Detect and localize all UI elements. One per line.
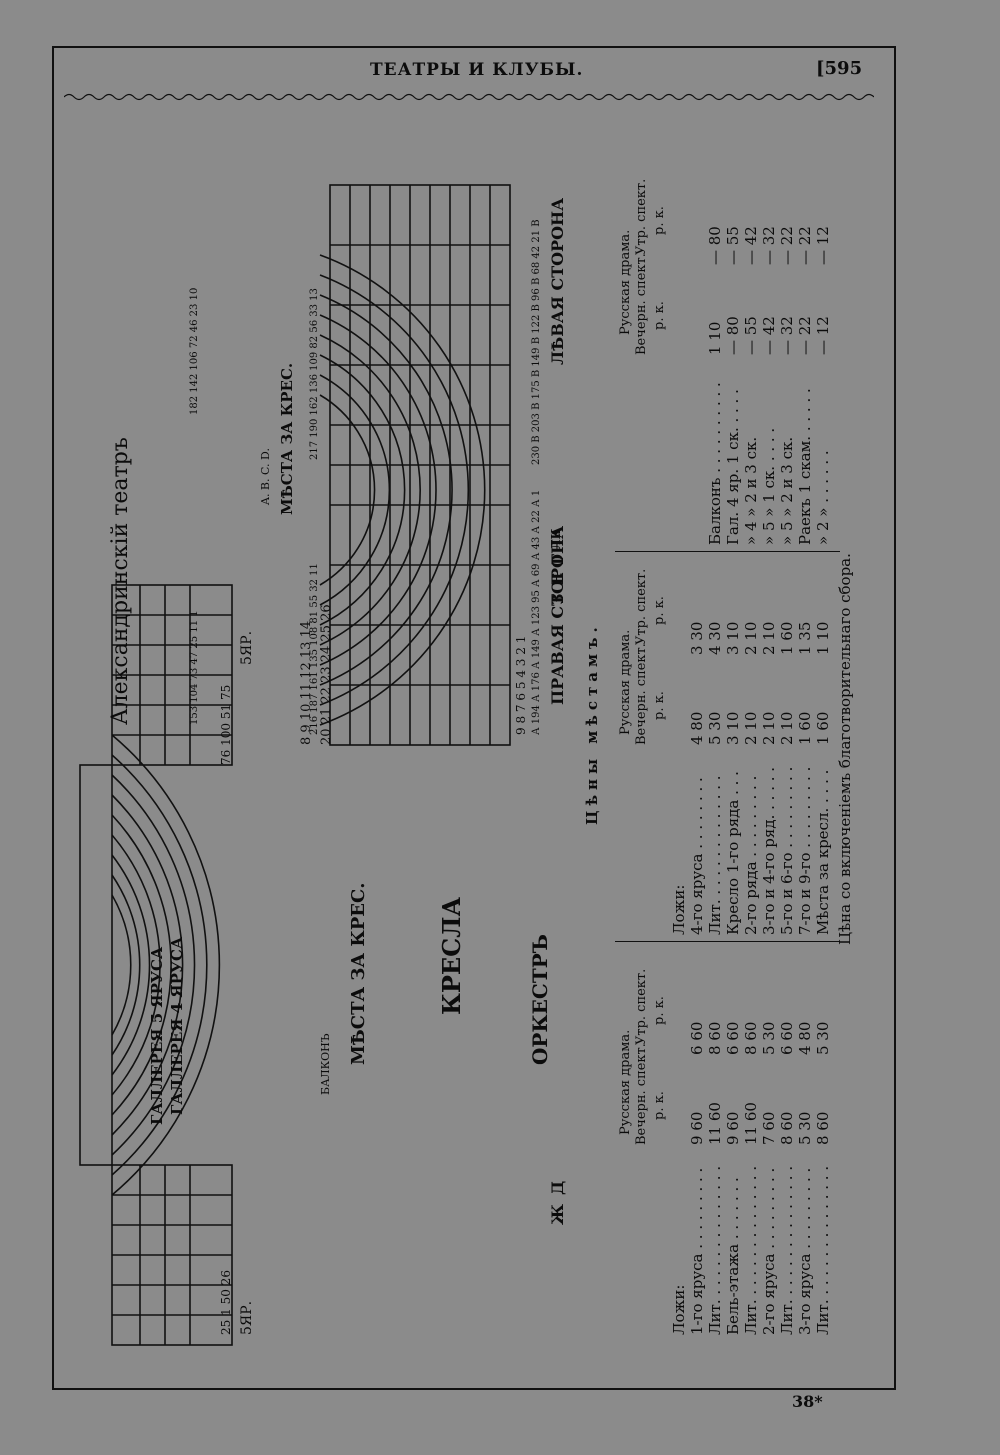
row-numbers-mid: 20 21 22 23 24 25 26: [319, 604, 334, 745]
gallery-arc: [111, 754, 208, 1176]
page-frame: [52, 46, 896, 1390]
gallery-arc: [111, 834, 161, 1096]
page-number: [595: [816, 58, 863, 79]
column-divider: [615, 551, 840, 552]
col-header-evening: Вечерн. спект.: [634, 1043, 649, 1145]
col-header-evening: Вечерн. спект.: [634, 253, 649, 355]
gallery-arc: [111, 774, 196, 1156]
price-row: » 5 » 1 ск. . . . .— 42— 32: [760, 226, 778, 545]
stalls-label: КРЕСЛА: [437, 896, 466, 1015]
column-divider: [615, 941, 840, 942]
col-header-rk: р. к.: [652, 691, 667, 720]
price-row: Гал. 4 яр. 1 ск. . . . .— 80— 55: [724, 226, 742, 545]
box-d: Д: [548, 1180, 567, 1195]
price-row: Балконъ . . . . . . . . . .1 10— 80: [706, 226, 724, 545]
abcd-label: A. B. C. D.: [259, 448, 272, 505]
left-seat-codes: А 194 А 176 А 149 А 123 95 А 69 А 43 А 2…: [531, 489, 542, 735]
gallery-5-label: ГАЛЛЕРЕЯ 5 ЯРУСА: [148, 946, 166, 1125]
tier-5-right: 5ЯР.: [239, 630, 255, 665]
signature-mark: 38*: [792, 1392, 823, 1411]
center-seat-label: МѢСТА ЗА КРЕС.: [278, 362, 296, 515]
col-header-rk: р. к.: [652, 1091, 667, 1120]
right-arc: [319, 394, 376, 586]
center-right-numbers: 217 190 162 136 109 82 56 33 13: [309, 288, 320, 460]
footnote: Цѣна со включеніемъ благотворительнаго с…: [836, 553, 854, 945]
section-label: Ложи:: [670, 1284, 688, 1335]
col-header-morning: Утр. спект.: [634, 568, 649, 645]
seating-plan: [79, 184, 511, 1346]
price-row: Раекъ 1 скам. . . . . .— 22— 22: [796, 226, 814, 545]
right-side-label: ПРАВАЯ СТОРОНА: [548, 525, 567, 705]
right-arc: [319, 274, 470, 706]
price-table-3: Русская драма. Вечерн. спект. Утр. спект…: [618, 145, 838, 545]
balcony-label: БАЛКОНЪ: [319, 1033, 332, 1095]
right-arc: [319, 314, 437, 666]
col-header-evening: Вечерн. спект.: [634, 643, 649, 745]
col-header-morning: Утр. спект.: [634, 968, 649, 1045]
col-header-group: Русская драма.: [618, 1029, 633, 1135]
section-label: Ложи:: [670, 884, 688, 935]
orchestra-pit: [79, 764, 113, 1166]
tier-5-left: 5ЯР.: [239, 1300, 255, 1335]
col-header-group: Русская драма.: [618, 229, 633, 335]
plan-title: Александринскій театръ: [108, 437, 133, 725]
corner-numbers: 76 100 51 75: [219, 684, 233, 765]
left-side-label: ЛѢВАЯ СТОРОНА: [548, 197, 567, 365]
orchestra-label: ОРКЕСТРЪ: [528, 934, 552, 1065]
corner-numbers-left: 25 1 50 26: [219, 1270, 233, 1335]
header-rule: [64, 93, 874, 101]
gallery-arc: [111, 854, 151, 1076]
stalls-arc: [111, 894, 132, 1036]
arc-right-numbers: 182 142 106 72 46 23 10: [189, 287, 200, 415]
rotated-content: Александринскій театръ ГАЛЛЕРЕЯ 5 ЯРУСА …: [70, 65, 860, 1365]
box-zh: Ж: [548, 1204, 567, 1225]
col-header-rk: р. к.: [652, 596, 667, 625]
right-arc: [319, 334, 421, 646]
right-arc: [319, 294, 453, 686]
col-header-morning: Утр. спект.: [634, 178, 649, 255]
behind-stalls-label: МѢСТА ЗА КРЕС.: [348, 882, 369, 1065]
price-table-2: Русская драма. Вечерн. спект. Утр. спект…: [618, 555, 838, 935]
center-left-numbers: 216 187 161 135 108 81 55 32 11: [309, 563, 320, 735]
gallery-4-label: ГАЛЛЕРЕЯ 4 ЯРУСА: [168, 936, 186, 1115]
gallery-arc: [111, 734, 221, 1196]
right-arc: [319, 354, 406, 626]
col-header-rk: р. к.: [652, 996, 667, 1025]
right-seat-codes: 230 B 203 B 175 B 149 B 122 B 96 B 68 42…: [531, 219, 542, 465]
arc-left-numbers: 153 104 73 47 25 11 1: [189, 610, 200, 725]
gallery-arc: [111, 874, 141, 1056]
gallery-arc: [111, 814, 172, 1116]
col-header-group: Русская драма.: [618, 629, 633, 735]
col-header-rk: р. к.: [652, 301, 667, 330]
running-head: ТЕАТРЫ И КЛУБЫ.: [370, 60, 584, 80]
seat-row-numbers: 9 8 7 6 5 4 3 2 1: [514, 635, 528, 735]
price-row: » 5 » 2 и 3 ск.— 32— 22: [778, 226, 796, 545]
price-row: » 4 » 2 и 3 ск.— 55— 42: [742, 226, 760, 545]
prices-heading: Цѣны мѣстамъ.: [583, 622, 601, 825]
right-arc: [319, 254, 486, 726]
price-table-1: Русская драма. Вечерн. спект. Утр. спект…: [618, 945, 838, 1335]
col-header-rk: р. к.: [652, 206, 667, 235]
price-row: » 2 » . . . . . .— 12— 12: [814, 226, 832, 545]
gallery-arc: [111, 794, 184, 1136]
